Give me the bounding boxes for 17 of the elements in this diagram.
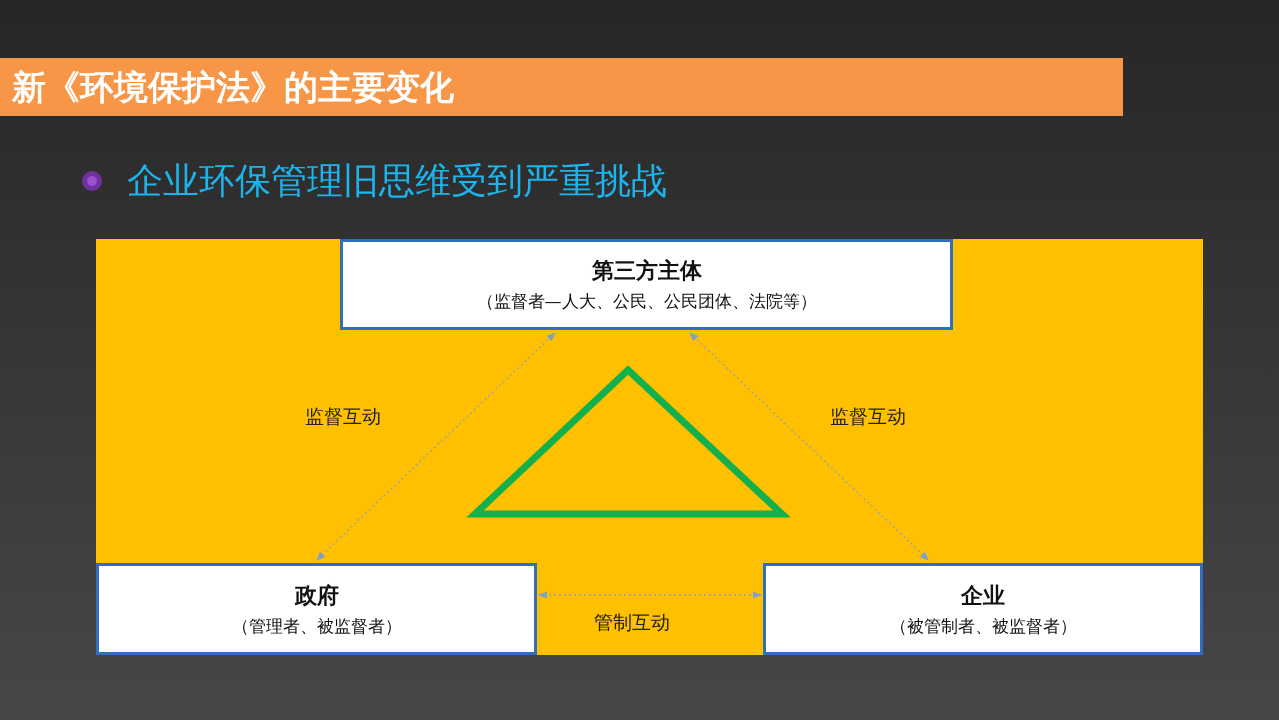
- double-arrow: [689, 332, 929, 561]
- bullet-text: 企业环保管理旧思维受到严重挑战: [127, 159, 667, 203]
- edge-label: 管制互动: [594, 611, 670, 634]
- box-heading: 企业: [961, 580, 1005, 610]
- slide-title: 新《环境保护法》的主要变化: [0, 58, 1123, 116]
- text-box: [96, 563, 537, 655]
- box-subtext: （监督者—人大、公民、公民团体、法院等）: [476, 290, 817, 313]
- box-subtext: （管理者、被监督者）: [231, 614, 402, 638]
- box-subtext: （被管制者、被监督者）: [889, 614, 1077, 638]
- double-arrow: [316, 332, 556, 561]
- edge-label: 监督互动: [305, 405, 381, 428]
- box-heading: 政府: [294, 580, 339, 610]
- edge-label: 监督互动: [830, 405, 906, 428]
- text-box: [763, 563, 1203, 655]
- box-heading: 第三方主体: [591, 256, 702, 285]
- double-arrow: [538, 591, 762, 599]
- text-box: [340, 239, 953, 330]
